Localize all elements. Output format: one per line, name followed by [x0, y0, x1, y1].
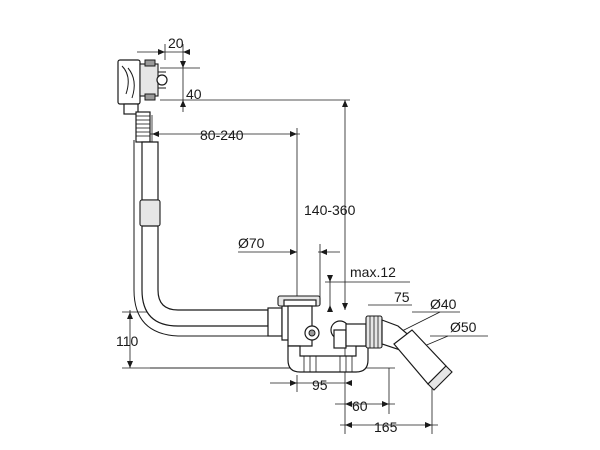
- label-spacing-60: 60: [352, 398, 368, 414]
- outlet-assembly: [365, 315, 453, 391]
- label-spacing-165: 165: [374, 419, 398, 435]
- label-reach: 80-240: [200, 127, 244, 143]
- dimension-labels: 20 40 80-240 140-360 Ø70 max.12 75 Ø40 Ø…: [116, 35, 477, 435]
- label-waste-diameter: Ø70: [238, 235, 265, 251]
- label-max-offset: max.12: [350, 264, 396, 280]
- overflow-tube: [133, 140, 270, 337]
- label-spacing-95: 95: [312, 377, 328, 393]
- label-overflow-height: 140-360: [304, 202, 356, 218]
- waste-body: [267, 295, 369, 373]
- label-valve-width: 20: [168, 35, 184, 51]
- label-valve-height: 40: [186, 86, 202, 102]
- overflow-valve: [117, 59, 168, 115]
- label-outlet-inner: Ø40: [430, 296, 457, 312]
- label-trap-height: 110: [116, 333, 139, 349]
- label-angle-top: 75: [394, 289, 410, 305]
- label-outlet-outer: Ø50: [450, 319, 477, 335]
- corrugated-hose: [135, 111, 151, 143]
- dimension-arrows: [127, 49, 432, 428]
